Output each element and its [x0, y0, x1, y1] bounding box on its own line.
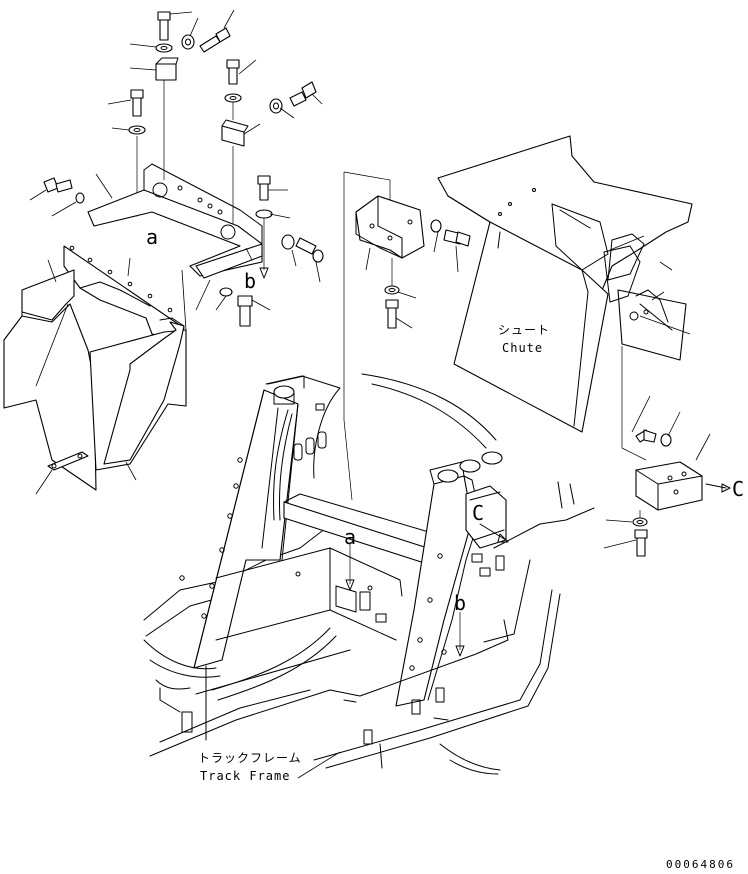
chute-assembly — [438, 136, 692, 432]
track-frame-label-en: Track Frame — [200, 769, 290, 783]
bolt-3 — [227, 60, 256, 84]
hardware-stack-b — [196, 176, 323, 310]
bolt-5 — [30, 178, 84, 216]
callout-b-frame: b — [454, 591, 466, 615]
bolt-6 — [216, 288, 270, 326]
callout-c-right: C — [732, 477, 744, 501]
washer-1 — [130, 44, 172, 52]
center-bracket-group — [344, 172, 470, 500]
cover-plate-left — [4, 260, 96, 490]
washer-2 — [112, 126, 145, 134]
track-frame — [144, 374, 594, 774]
right-bracket-group — [604, 346, 730, 556]
callout-b-top: b — [244, 269, 256, 293]
cover-plate-right — [90, 270, 186, 480]
small-strap — [36, 452, 88, 494]
document-id: 00064806 — [666, 858, 735, 871]
bolt-4 — [290, 82, 322, 106]
bolt-stack-left — [108, 10, 234, 216]
chute-label-en: Chute — [502, 341, 543, 355]
bolt-2 — [108, 90, 143, 116]
callout-a-top: a — [146, 225, 158, 249]
nut-1 — [182, 18, 198, 49]
clip-plate-2 — [222, 120, 260, 146]
washer-3 — [225, 94, 241, 102]
track-frame-label-jp: トラックフレーム — [198, 751, 302, 765]
washer-4 — [270, 99, 294, 118]
clip-plate-1 — [130, 58, 178, 80]
stud-bolt-1 — [200, 10, 234, 52]
callout-c-frame: C — [472, 501, 484, 525]
left-mount-bracket — [88, 164, 262, 276]
chute-label-jp: シュート — [498, 323, 550, 337]
cover-plate-upper — [64, 246, 184, 340]
bolt-1 — [158, 12, 192, 40]
bolt-stack-center — [222, 60, 322, 226]
callout-a-frame: a — [344, 525, 356, 549]
